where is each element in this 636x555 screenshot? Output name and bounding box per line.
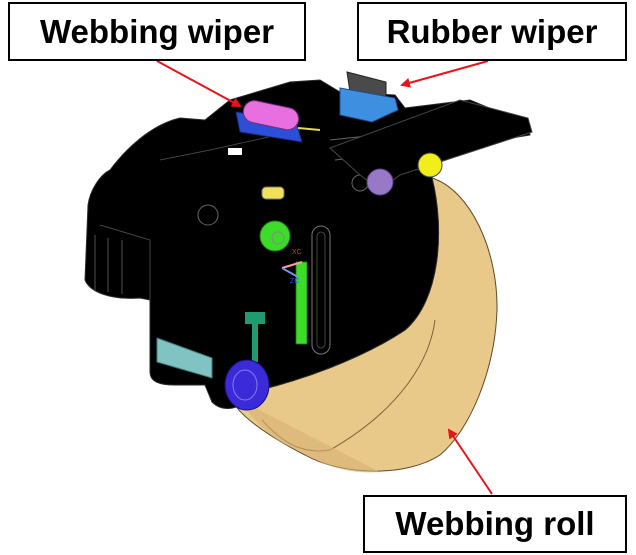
purple-gear bbox=[366, 168, 394, 196]
shaft bbox=[156, 337, 213, 379]
axis-x-label: XC bbox=[292, 249, 302, 256]
label-rubber-wiper: Rubber wiper bbox=[357, 2, 627, 61]
label-webbing-roll: Webbing roll bbox=[363, 495, 627, 553]
yellow-pin bbox=[261, 186, 285, 200]
arrow-webbing-roll bbox=[447, 428, 493, 495]
axis-z-label: ZC bbox=[290, 278, 299, 285]
label-webbing-wiper: Webbing wiper bbox=[8, 2, 306, 61]
axis-triad: XC ZC bbox=[281, 249, 303, 285]
arrow-webbing-wiper bbox=[156, 60, 242, 107]
arrow-rubber-wiper bbox=[400, 60, 489, 88]
lid-plate bbox=[329, 99, 533, 191]
green-gear bbox=[259, 220, 291, 252]
teal-part bbox=[245, 312, 265, 362]
rubber-wiper-part bbox=[339, 71, 399, 123]
yellow-wheel bbox=[417, 152, 443, 178]
webbing-wiper-part bbox=[235, 100, 321, 143]
webbing-roll bbox=[234, 177, 498, 473]
green-bar bbox=[295, 261, 308, 345]
blue-knob bbox=[224, 359, 270, 411]
